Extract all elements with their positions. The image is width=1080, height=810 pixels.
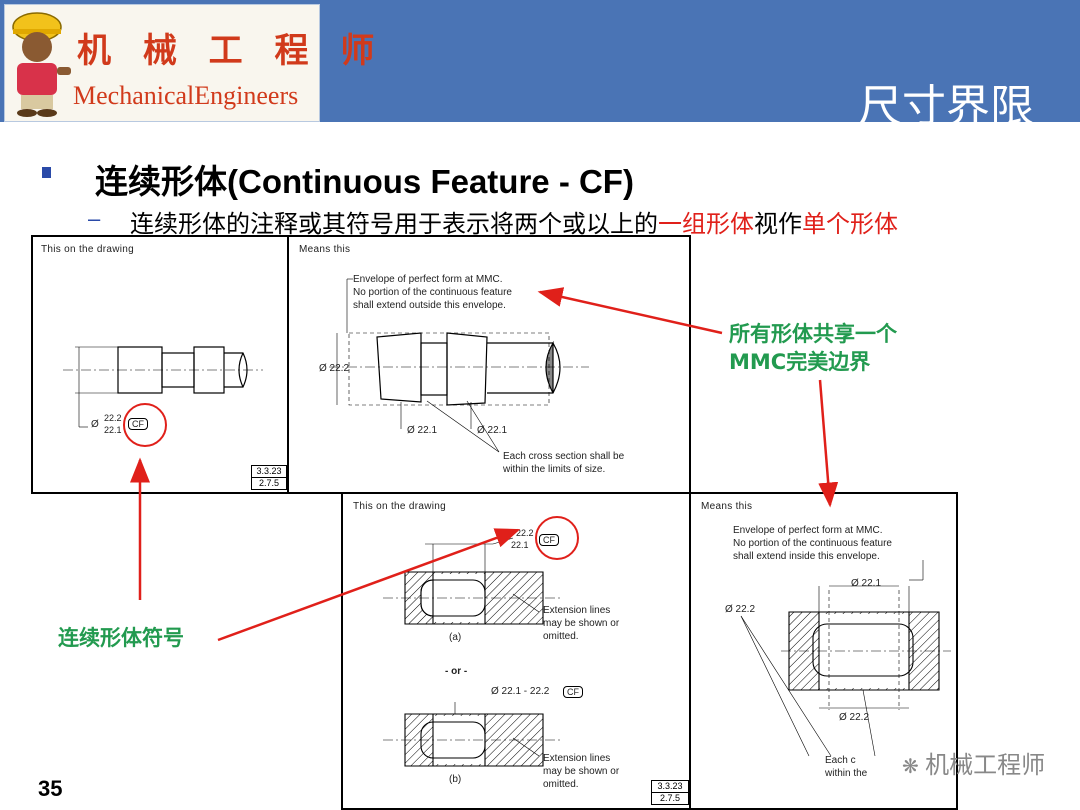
- note-line: No portion of the continuous feature: [353, 287, 512, 298]
- note-line: omitted.: [543, 779, 579, 790]
- note-line: Extension lines: [543, 753, 611, 764]
- panel-label: Means this: [701, 501, 753, 512]
- note-line: Envelope of perfect form at MMC.: [353, 274, 503, 285]
- panel-label: This on the drawing: [353, 501, 446, 512]
- shared-boundary-annotation: 所有形体共享一个 MMC完美边界: [729, 320, 897, 376]
- page-number: 35: [38, 776, 63, 801]
- dimension-main: Ø 22.2: [319, 363, 350, 374]
- cross-section-note: Each cross section shall be within the l…: [503, 450, 624, 476]
- extension-note-a: Extension lines may be shown or omitted.: [543, 604, 619, 643]
- meaning-panel-top-right: Means this Envelope of perfect form at M…: [287, 235, 691, 494]
- caption-b: (b): [449, 774, 462, 785]
- ref-number: 3.3.23: [657, 781, 683, 791]
- ref-number: 2.7.5: [652, 792, 688, 804]
- sub-text-highlight-group: 一组形体: [658, 210, 754, 238]
- note-line: Envelope of perfect form at MMC.: [733, 525, 883, 536]
- ref-number: 2.7.5: [252, 477, 286, 489]
- bullet-square-icon: [42, 167, 51, 178]
- dimension-bottom: Ø 22.2: [839, 712, 870, 723]
- envelope-note: Envelope of perfect form at MMC. No port…: [353, 273, 512, 312]
- note-line: Each c: [825, 755, 856, 766]
- hole-envelope-drawing: [740, 560, 951, 757]
- dimension-right-section: Ø 22.1: [477, 425, 508, 436]
- logo-chinese-text: 机 械 工 程 师: [77, 31, 385, 71]
- logo: 机 械 工 程 师 MechanicalEngineers: [4, 4, 374, 122]
- envelope-drawing: [329, 278, 589, 453]
- cf-symbol-b: CF: [563, 686, 583, 698]
- diameter-symbol: Ø: [91, 419, 99, 430]
- cross-section-note: Each c within the: [825, 754, 867, 780]
- header-banner: 机 械 工 程 师 MechanicalEngineers 尺寸界限: [0, 0, 1080, 132]
- note-line: may be shown or: [543, 618, 620, 629]
- dimension-top: Ø 22.1: [851, 578, 882, 589]
- reference-box: 3.3.23 2.7.5: [651, 780, 689, 805]
- caption-a: (a): [449, 632, 462, 643]
- meaning-panel-bottom-right: Means this Envelope of perfect form at M…: [689, 492, 958, 810]
- annotation-line: MMC完美边界: [729, 350, 871, 374]
- note-line: within the limits of size.: [503, 464, 606, 475]
- wechat-icon: ❋: [902, 754, 926, 778]
- ref-number: 3.3.23: [256, 466, 282, 476]
- bullet-title: 连续形体(Continuous Feature - CF): [95, 163, 634, 200]
- note-line: shall extend inside this envelope.: [733, 551, 880, 562]
- note-line: Extension lines: [543, 605, 611, 616]
- sub-text-prefix: 连续形体的注释或其符号用于表示将两个或以上的: [130, 210, 658, 238]
- drawing-panel-top-left: This on the drawing Ø 22.2 22.1 CF 3.3.2…: [31, 235, 289, 494]
- dim-lower: 22.1: [104, 425, 122, 435]
- shaft-drawing: [63, 346, 263, 447]
- cf-symbol-annotation: 连续形体符号: [58, 626, 184, 650]
- extension-note-b: Extension lines may be shown or omitted.: [543, 752, 619, 791]
- envelope-note: Envelope of perfect form at MMC. No port…: [733, 524, 892, 563]
- note-line: may be shown or: [543, 766, 620, 777]
- note-line: within the: [825, 768, 868, 779]
- sub-bullet-dash: –: [88, 206, 101, 231]
- watermark: ❋ 机械工程师: [902, 745, 1045, 780]
- sub-text-highlight-single: 单个形体: [802, 210, 898, 238]
- dimension-left-section: Ø 22.1: [407, 425, 438, 436]
- dimension-range: Ø 22.1 - 22.2: [491, 686, 550, 697]
- sub-bullet-text: 连续形体的注释或其符号用于表示将两个或以上的一组形体视作单个形体: [130, 204, 898, 239]
- note-line: Each cross section shall be: [503, 451, 625, 462]
- reference-box: 3.3.23 2.7.5: [251, 465, 287, 490]
- sub-text-middle: 视作: [754, 210, 802, 238]
- note-line: omitted.: [543, 631, 579, 642]
- dim-upper: 22.2: [516, 528, 534, 538]
- dim-lower: 22.1: [511, 540, 529, 550]
- note-line: shall extend outside this envelope.: [353, 300, 506, 311]
- cf-symbol: CF: [128, 418, 148, 430]
- watermark-text: 机械工程师: [925, 751, 1046, 779]
- note-line: No portion of the continuous feature: [733, 538, 892, 549]
- annotation-line: 所有形体共享一个: [729, 322, 897, 346]
- slide-title: 尺寸界限: [858, 81, 1034, 132]
- logo-english-text: MechanicalEngineers: [73, 81, 299, 110]
- dim-upper: 22.2: [104, 413, 122, 423]
- or-separator: - or -: [445, 666, 468, 677]
- panel-label: Means this: [299, 244, 351, 255]
- drawing-panel-bottom-middle: This on the drawing: [341, 492, 691, 810]
- panel-label: This on the drawing: [41, 244, 134, 255]
- engineer-mascot-icon: [12, 12, 71, 117]
- dimension-left: Ø 22.2: [725, 604, 756, 615]
- cf-symbol: CF: [539, 534, 559, 546]
